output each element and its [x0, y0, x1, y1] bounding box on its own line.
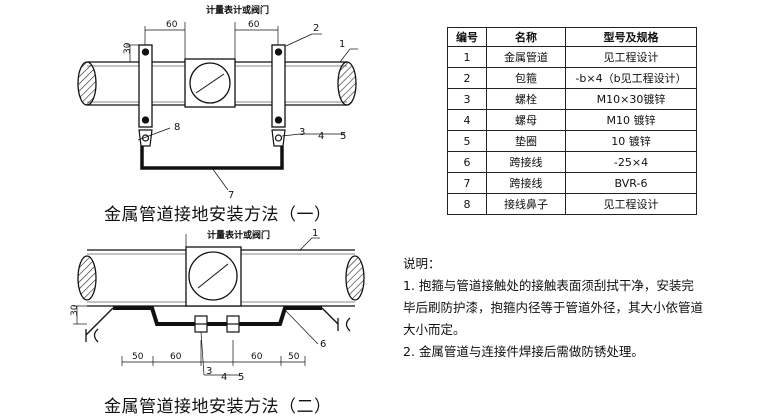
cell-no: 2: [447, 67, 487, 89]
cell-spec: -b×4（b见工程设计）: [565, 67, 697, 89]
dimension-30: [126, 44, 139, 63]
cell-name: 跨接线: [486, 172, 566, 194]
cell-spec: 见工程设计: [565, 193, 697, 215]
cell-spec: 10 镀锌: [565, 130, 697, 152]
dimension-chain: [121, 340, 306, 366]
jumper-wire: [140, 146, 284, 170]
dim-60-right: 60: [251, 352, 263, 362]
cell-name: 螺栓: [486, 88, 566, 110]
note-line: 毕后刷防护漆，抱箍内径等于管道外径，其大小依管道: [403, 300, 704, 315]
callout-6: 6: [320, 339, 326, 350]
meter-label: 计量表计或阀门: [207, 229, 270, 241]
dim-50-left: 50: [132, 352, 144, 362]
cell-spec: M10×30镀锌: [565, 88, 697, 110]
callout-8: 8: [174, 122, 180, 133]
figure-2-caption: 金属管道接地安装方法（二）: [104, 397, 332, 417]
meter-label: 计量表计或阀门: [206, 4, 269, 16]
lug-right: [271, 129, 286, 147]
leader-lines: [200, 237, 320, 376]
header-name: 名称: [486, 27, 566, 47]
note-line: 1. 抱箍与管道接触处的接触表面须刮拭干净，安装完: [403, 278, 694, 293]
clamp-right: [271, 44, 286, 128]
dim-60-left: 60: [170, 352, 182, 362]
cell-spec: 见工程设计: [565, 46, 697, 68]
cell-no: 6: [447, 151, 487, 173]
callout-4: 4: [318, 131, 324, 142]
dim-60-right-text: 60: [248, 20, 260, 30]
cell-name: 螺母: [486, 109, 566, 131]
cell-name: 包箍: [486, 67, 566, 89]
cell-no: 3: [447, 88, 487, 110]
figure-2: 计量表计或阀门 30: [70, 228, 365, 383]
cell-no: 7: [447, 172, 487, 194]
header-spec: 型号及规格: [565, 27, 697, 47]
meter-valve: [184, 22, 236, 108]
figure-1-caption: 金属管道接地安装方法（一）: [104, 205, 332, 225]
callout-4: 4: [221, 372, 227, 383]
dim-30-text: 30: [123, 42, 133, 54]
cell-spec: BVR-6: [565, 172, 697, 194]
callout-2: 2: [313, 23, 319, 34]
cell-spec: M10 镀锌: [565, 109, 697, 131]
dimension-60-left: [144, 26, 185, 45]
cell-spec: -25×4: [565, 151, 697, 173]
notes: 说明： 1. 抱箍与管道接触处的接触表面须刮拭干净，安装完 毕后刷防护漆，抱箍内…: [403, 253, 733, 363]
jumper-strap: [113, 306, 322, 326]
lug-left: [138, 129, 153, 147]
cell-no: 5: [447, 130, 487, 152]
dim-60-left-text: 60: [166, 20, 178, 30]
callout-5: 5: [238, 372, 244, 383]
cell-name: 接线鼻子: [486, 193, 566, 215]
meter-valve: [185, 234, 242, 307]
figure-1: 30 60 60 计量表计或阀门 1 2 3 4 5 8 7: [77, 4, 358, 201]
dimension-60-right: [235, 26, 279, 45]
cell-name: 垫圈: [486, 130, 566, 152]
clamp-left: [138, 44, 153, 128]
callout-3: 3: [299, 127, 305, 138]
leader-lines: [137, 33, 358, 191]
cell-no: 4: [447, 109, 487, 131]
callout-1: 1: [312, 228, 318, 239]
callout-1: 1: [339, 39, 345, 50]
header-no: 编号: [447, 27, 487, 47]
cell-name: 跨接线: [486, 151, 566, 173]
cell-no: 8: [447, 193, 487, 215]
dimension-30: [73, 305, 87, 325]
cell-no: 1: [447, 46, 487, 68]
dim-30-text: 30: [70, 304, 80, 316]
pipe: [77, 61, 357, 106]
table-header-row: 编号 名称 型号及规格: [447, 27, 697, 47]
callout-5: 5: [340, 131, 346, 142]
cell-name: 金属管道: [486, 46, 566, 68]
callout-7: 7: [228, 190, 234, 201]
note-line: 大小而定。: [403, 322, 466, 337]
note-line: 2. 金属管道与连接件焊接后需做防锈处理。: [403, 344, 644, 359]
dim-50-right: 50: [288, 352, 300, 362]
callout-3: 3: [206, 366, 212, 377]
notes-title: 说明：: [403, 256, 441, 271]
ground-mark-left: [85, 307, 114, 343]
installation-drawings: 30 60 60 计量表计或阀门 1 2 3 4 5 8 7: [70, 4, 365, 383]
ground-mark-right: [321, 307, 351, 332]
